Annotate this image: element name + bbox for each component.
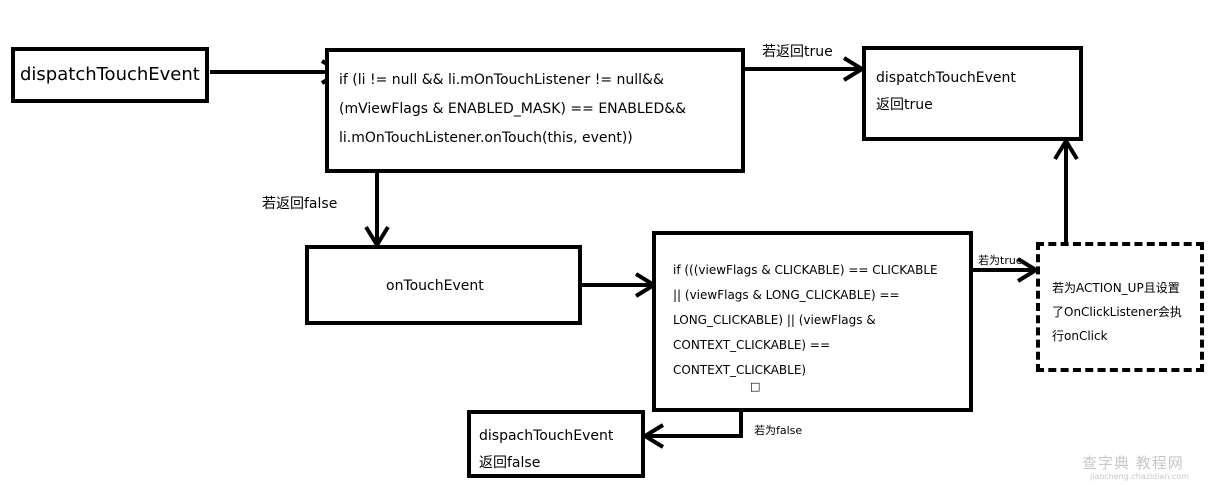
arrow-clickable-check-to-return-false [641, 410, 743, 449]
node-ontouchevent-label: onTouchEvent [386, 278, 484, 294]
edge-label-if-false: 若为false [754, 424, 803, 437]
arrow-listener-check-to-return-true [745, 56, 866, 82]
arrow-start-to-listener-check [210, 59, 344, 85]
node-dispatch-start-label: dispatchTouchEvent [20, 64, 200, 85]
edge-label-if-true: 若为true [978, 254, 1023, 267]
node-clickable-check-glyph: □ [750, 380, 761, 393]
node-clickable-check: if (((viewFlags & CLICKABLE) == CLICKABL… [652, 231, 973, 412]
edge-label-returns-false: 若返回false [262, 196, 338, 212]
arrow-ontouchevent-to-clickable-check [582, 272, 658, 298]
node-action-up-onclick-label: 若为ACTION_UP且设置 了OnClickListener会执 行onCli… [1052, 281, 1182, 343]
node-dispatch-start: dispatchTouchEvent [11, 47, 209, 103]
node-dispatch-return-false-label: dispachTouchEvent 返回false [479, 428, 614, 471]
node-listener-check: if (li != null && li.mOnTouchListener !=… [325, 48, 745, 173]
arrow-action-up-to-return-true [1053, 137, 1079, 242]
edge-label-returns-true: 若返回true [762, 44, 833, 60]
node-dispatch-return-true: dispatchTouchEvent 返回true [862, 46, 1083, 141]
node-action-up-onclick: 若为ACTION_UP且设置 了OnClickListener会执 行onCli… [1036, 242, 1204, 372]
node-dispatch-return-false: dispachTouchEvent 返回false [467, 410, 645, 478]
node-clickable-check-label: if (((viewFlags & CLICKABLE) == CLICKABL… [673, 263, 938, 377]
node-ontouchevent: onTouchEvent [305, 245, 582, 325]
node-listener-check-label: if (li != null && li.mOnTouchListener !=… [339, 72, 687, 146]
arrow-listener-check-to-ontouchevent [364, 173, 390, 249]
watermark: 查字典 教程网 [1082, 454, 1184, 472]
watermark-url: jiaocheng.chazidian.com [1090, 472, 1190, 481]
node-dispatch-return-true-label: dispatchTouchEvent 返回true [876, 70, 1016, 113]
